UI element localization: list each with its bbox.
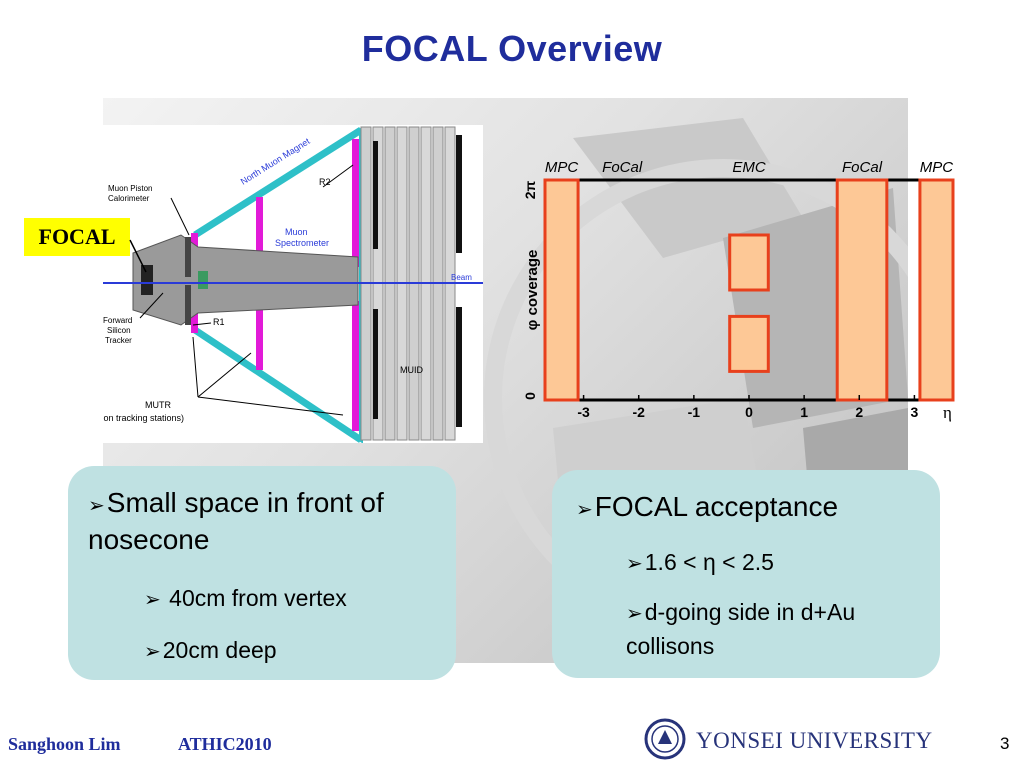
mutr-station-3-top: [352, 139, 359, 267]
acceptance-item-1: ➢1.6 < η < 2.5: [626, 549, 774, 575]
focal-callout-arrow: [129, 239, 147, 273]
nosecone-item-2: ➢20cm deep: [144, 637, 277, 663]
eta-phi-coverage-chart: MPC FoCal EMC FoCal MPC -3 -2 -1 0 1 2 3 0 2π φ cov…: [515, 150, 965, 440]
university-name: YONSEI UNIVERSITY: [696, 728, 933, 753]
coverage-region-emc-2: [728, 233, 770, 292]
label-r1: R1: [213, 317, 225, 327]
region-label-1: FoCal: [602, 159, 643, 176]
mutr-station-2-top: [256, 197, 263, 279]
x-tick-label-5: 2: [855, 404, 863, 420]
coverage-region-emc-3: [728, 314, 770, 373]
footer-author: Sanghoon Lim: [8, 734, 121, 754]
region-label-3: FoCal: [842, 159, 883, 176]
label-tracker: Tracker: [105, 336, 132, 345]
page-number: 3: [1000, 734, 1010, 753]
x-tick-label-3: 0: [745, 404, 753, 420]
x-tick-label-2: -1: [688, 404, 701, 420]
region-label-2: EMC: [732, 159, 766, 176]
mutr-station-2-bottom: [256, 300, 263, 370]
coverage-region-focal-1: [835, 178, 889, 402]
x-tick-label-6: 3: [911, 404, 919, 420]
y-axis-label: φ coverage: [524, 250, 541, 331]
label-muon-tracking-stations: (muon tracking stations): [103, 413, 184, 423]
label-spectrometer: Spectrometer: [275, 238, 329, 248]
label-r2: R2: [319, 177, 331, 187]
coverage-region-mpc-4: [918, 178, 955, 402]
region-label-4: MPC: [920, 159, 954, 176]
nosecone-item-1: ➢ 40cm from vertex: [144, 585, 347, 611]
coverage-region-mpc-0: [543, 178, 580, 402]
nosecone-heading: ➢Small space in front of nosecone: [88, 487, 384, 555]
x-tick-label-1: -2: [633, 404, 646, 420]
label-muon-piston: Muon Piston: [108, 184, 152, 193]
label-calorimeter: Calorimeter: [108, 194, 150, 203]
footer-conference: ATHIC2010: [178, 734, 272, 754]
focal-callout-label: FOCAL: [24, 218, 130, 256]
label-muon: Muon: [285, 227, 308, 237]
y-tick-label-0: 0: [522, 392, 538, 400]
phenix-muon-arm-diagram: North Muon Magnet Muon Piston Calorimete…: [88, 125, 483, 444]
mutr-station-3-bottom: [352, 301, 359, 431]
x-tick-label-0: -3: [577, 404, 590, 420]
label-beam: Beam: [451, 273, 472, 282]
label-muid: MUID: [400, 365, 423, 375]
slide-title: FOCAL Overview: [361, 28, 663, 69]
x-tick-label-4: 1: [800, 404, 808, 420]
label-mutr: MUTR: [145, 400, 171, 410]
x-axis-label: η: [943, 403, 952, 422]
label-forward: Forward: [103, 316, 132, 325]
info-box-acceptance: ➢FOCAL acceptance ➢1.6 < η < 2.5 ➢d-goin…: [552, 470, 940, 678]
y-tick-label-1: 2π: [522, 180, 538, 199]
label-north-muon-magnet: North Muon Magnet: [239, 136, 312, 187]
label-silicon: Silicon: [107, 326, 131, 335]
acceptance-item-2: ➢d-going side in d+Au collisons: [626, 599, 856, 659]
yonsei-seal-icon: [644, 718, 686, 760]
info-box-nosecone: ➢Small space in front of nosecone ➢ 40cm…: [68, 466, 456, 680]
nosecone: [132, 234, 359, 326]
acceptance-heading: ➢FOCAL acceptance: [576, 491, 839, 522]
region-label-0: MPC: [545, 159, 579, 176]
